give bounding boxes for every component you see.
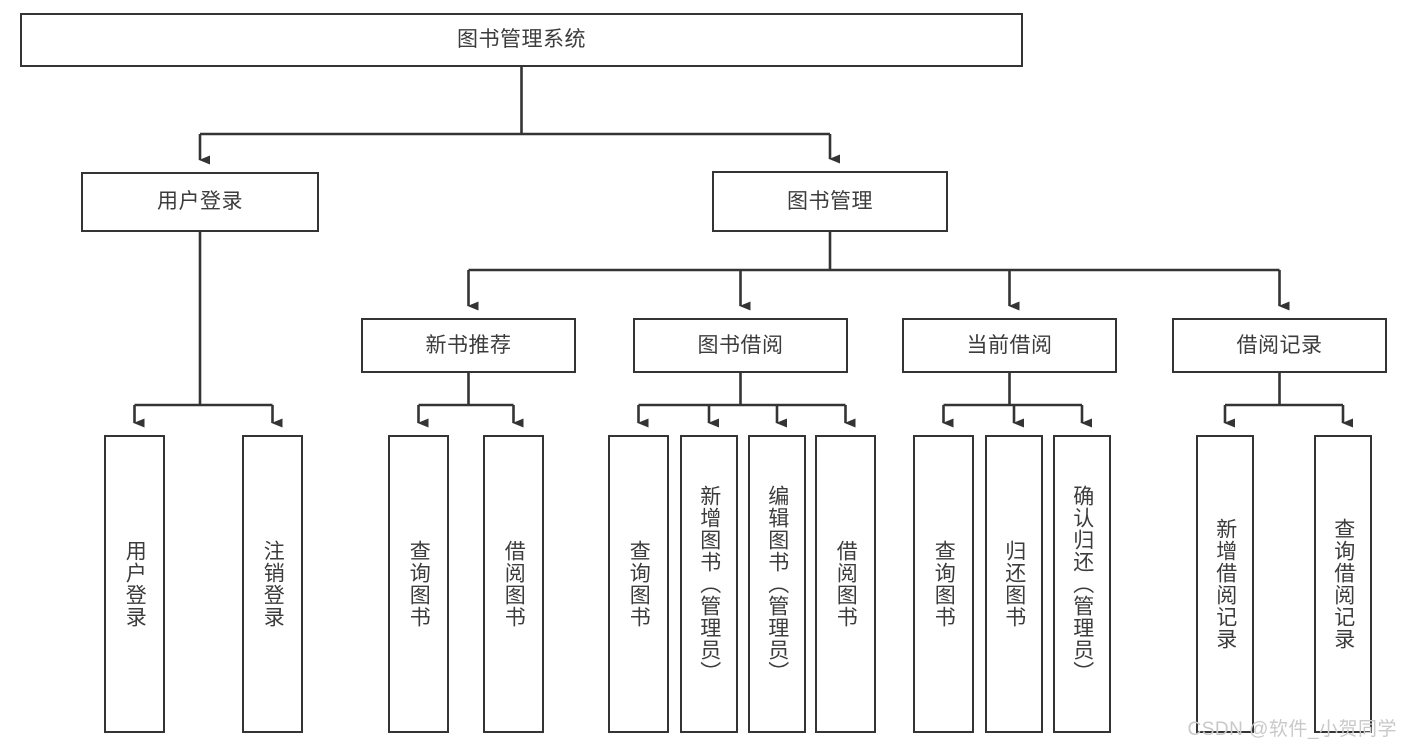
node-current-borrow[interactable]: 当前借阅 [902, 318, 1117, 373]
node-label-leaf-bb-query: 查询图书 [627, 540, 651, 628]
node-label-leaf-user-logout: 注销登录 [261, 540, 285, 628]
node-leaf-bb-edit[interactable]: 编辑图书（管理员） [748, 435, 806, 733]
node-new-book-rec[interactable]: 新书推荐 [361, 318, 576, 373]
node-label-book-borrow: 图书借阅 [697, 333, 784, 357]
node-label-book-manage: 图书管理 [787, 189, 873, 213]
node-label-leaf-bb-borrow: 借阅图书 [834, 540, 858, 628]
node-label-borrow-record: 借阅记录 [1236, 333, 1323, 357]
node-book-borrow[interactable]: 图书借阅 [633, 318, 848, 373]
node-label-leaf-br-query: 查询借阅记录 [1331, 518, 1355, 650]
node-label-current-borrow: 当前借阅 [966, 333, 1053, 357]
watermark-label: CSDN @软件_小贺同学 [1187, 719, 1397, 740]
node-leaf-rec-query[interactable]: 查询图书 [388, 435, 449, 733]
node-root[interactable]: 图书管理系统 [20, 13, 1023, 67]
node-leaf-bb-borrow[interactable]: 借阅图书 [815, 435, 876, 733]
node-leaf-br-add[interactable]: 新增借阅记录 [1196, 435, 1254, 733]
node-label-leaf-br-add: 新增借阅记录 [1213, 518, 1237, 650]
node-leaf-cb-confirm[interactable]: 确认归还（管理员） [1053, 435, 1111, 733]
node-label-new-book-rec: 新书推荐 [425, 333, 512, 357]
node-label-root: 图书管理系统 [457, 28, 586, 52]
node-label-leaf-rec-query: 查询图书 [407, 540, 431, 628]
node-leaf-cb-return[interactable]: 归还图书 [985, 435, 1043, 733]
node-book-manage[interactable]: 图书管理 [712, 171, 948, 232]
node-leaf-br-query[interactable]: 查询借阅记录 [1314, 435, 1372, 733]
node-label-leaf-cb-query: 查询图书 [932, 540, 956, 628]
node-label-leaf-cb-return: 归还图书 [1002, 540, 1026, 628]
node-label-leaf-rec-borrow: 借阅图书 [502, 540, 526, 628]
node-leaf-cb-query[interactable]: 查询图书 [913, 435, 974, 733]
node-label-leaf-cb-confirm: 确认归还（管理员） [1070, 485, 1094, 683]
node-leaf-rec-borrow[interactable]: 借阅图书 [483, 435, 544, 733]
node-leaf-user-logout[interactable]: 注销登录 [242, 435, 303, 733]
node-borrow-record[interactable]: 借阅记录 [1172, 318, 1387, 373]
node-label-leaf-bb-add: 新增图书（管理员） [697, 485, 721, 683]
node-label-leaf-user-login: 用户登录 [123, 540, 147, 628]
node-leaf-bb-add[interactable]: 新增图书（管理员） [680, 435, 738, 733]
node-leaf-user-login[interactable]: 用户登录 [104, 435, 165, 733]
node-leaf-bb-query[interactable]: 查询图书 [608, 435, 669, 733]
node-label-user-login: 用户登录 [157, 190, 243, 214]
node-label-leaf-bb-edit: 编辑图书（管理员） [765, 485, 789, 683]
node-user-login[interactable]: 用户登录 [81, 172, 319, 232]
